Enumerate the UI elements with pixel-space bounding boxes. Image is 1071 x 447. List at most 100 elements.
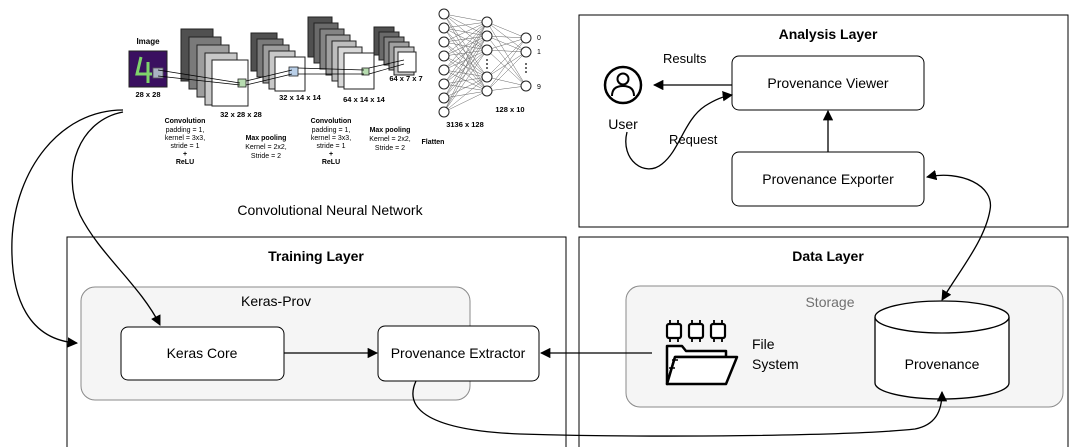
provenance-database [874,300,1010,400]
file-system-label-line1: File [752,336,775,352]
fc-neuron [438,36,450,48]
svg-text:ReLU: ReLU [176,159,194,166]
storage-label: Storage [805,294,854,310]
fc-edge [486,37,527,92]
fc-edge [443,21,488,85]
fc-ellipsis-dot [525,63,527,65]
svg-text:ReLU: ReLU [322,159,340,166]
data-layer-title: Data Layer [792,248,864,264]
digit-glyph [135,56,152,83]
file-system-label-line2: System [752,356,799,372]
fc-neuron [438,106,450,118]
svg-text:stride = 1: stride = 1 [171,143,200,150]
cnn-image-label: Image [136,37,160,46]
fc-edge [443,13,488,78]
fc-neuron [481,16,493,28]
svg-text:Max pooling: Max pooling [246,135,287,142]
svg-text:Convolution: Convolution [311,118,352,125]
fc-ellipsis-dot [486,63,488,65]
request-arrow [625,91,734,170]
fc-edge [443,90,488,113]
fc-neuron [438,78,450,90]
fc-edge [486,85,527,92]
fc-edge [443,21,488,43]
fc-edge [443,21,488,29]
cnn-step-4: Max pooling Kernel = 2x2, Stride = 2 [369,127,410,152]
extractor-to-provenance-arrow [412,380,948,437]
feature-stack-2 [250,32,306,92]
output-label-9: 9 [537,84,541,91]
cnn-to-keras-prov-arrow [11,109,124,348]
results-label: Results [663,51,707,66]
fc-neuron [481,30,493,42]
cnn-step-5: Flatten [422,139,445,146]
fc-edge [486,37,527,51]
svg-text:padding = 1,: padding = 1, [312,127,351,134]
dim-label-6: 128 x 10 [495,105,524,114]
fc-edge [486,35,527,87]
file-system-icon [665,320,739,386]
provenance-db-label: Provenance [905,356,980,372]
fc-edge [486,49,527,87]
fc-neuron [520,80,532,92]
output-label-1: 1 [537,49,541,56]
cnn-step-3: Convolution padding = 1, kernel = 3x3, s… [311,118,352,166]
kernel-patch [152,67,164,79]
fc-edge [486,76,527,87]
analysis-layer: Analysis Layer User Provenance Viewer Pr… [578,14,1069,228]
cnn-illustration: Image 28 x 28 32 x 28 x 28 32 x 14 x 14 [128,8,541,218]
provenance-extractor-label: Provenance Extractor [391,345,526,361]
user-label: User [608,116,638,132]
svg-text:kernel = 3x3,: kernel = 3x3, [311,135,351,142]
fc-edge [443,21,488,71]
fc-edge [443,76,488,85]
fc-neuron [481,71,493,83]
request-label: Request [669,132,718,147]
svg-text:+: + [183,151,187,158]
fc-ellipsis-dot [486,59,488,61]
fc-neuron [520,32,532,44]
cnn-connections [157,59,405,86]
fc-edge [486,37,527,78]
cnn-step-1: Convolution padding = 1, kernel = 3x3, s… [165,118,206,166]
training-layer: Training Layer Keras-Prov Keras Core Pro… [66,236,567,447]
fc-edge [486,21,527,39]
dim-label-4: 64 x 7 x 7 [389,74,422,83]
fc-neuron [438,64,450,76]
fc-edge [486,49,527,53]
cnn-caption: Convolutional Neural Network [237,202,423,218]
fc-neuron [438,50,450,62]
fc-edge [443,49,488,113]
keras-prov-label: Keras-Prov [241,293,311,309]
feature-stack-1 [180,28,249,107]
fc-neuron [520,46,532,58]
output-label-0: 0 [537,35,541,42]
fc-neuron [438,8,450,20]
fc-edge [486,35,527,39]
fc-ellipsis-dot [525,67,527,69]
fc-edge [443,35,488,113]
dim-label-2: 32 x 14 x 14 [279,93,322,102]
cnn-image-size: 28 x 28 [135,90,160,99]
user-icon [603,65,643,105]
fc-network [438,8,532,118]
feature-stack-3 [307,16,375,90]
fc-edge [443,76,488,113]
svg-text:Stride = 2: Stride = 2 [251,153,281,160]
fc-edge [486,51,527,92]
dim-label-1: 32 x 28 x 28 [220,110,262,119]
provenance-exporter-label: Provenance Exporter [762,171,894,187]
svg-text:kernel = 3x3,: kernel = 3x3, [165,135,205,142]
provenance-viewer-label: Provenance Viewer [767,75,888,91]
fc-edge [443,76,488,99]
fc-neuron [481,44,493,56]
svg-text:Kernel = 2x2,: Kernel = 2x2, [369,136,410,143]
feature-stack-4 [373,26,417,76]
provenance-exporter-arrow [925,169,991,301]
svg-text:+: + [329,151,333,158]
data-layer-frame [578,236,1069,447]
training-layer-title: Training Layer [268,248,364,264]
svg-text:Kernel = 2x2,: Kernel = 2x2, [245,144,286,151]
cnn-step-2: Max pooling Kernel = 2x2, Stride = 2 [245,135,286,160]
